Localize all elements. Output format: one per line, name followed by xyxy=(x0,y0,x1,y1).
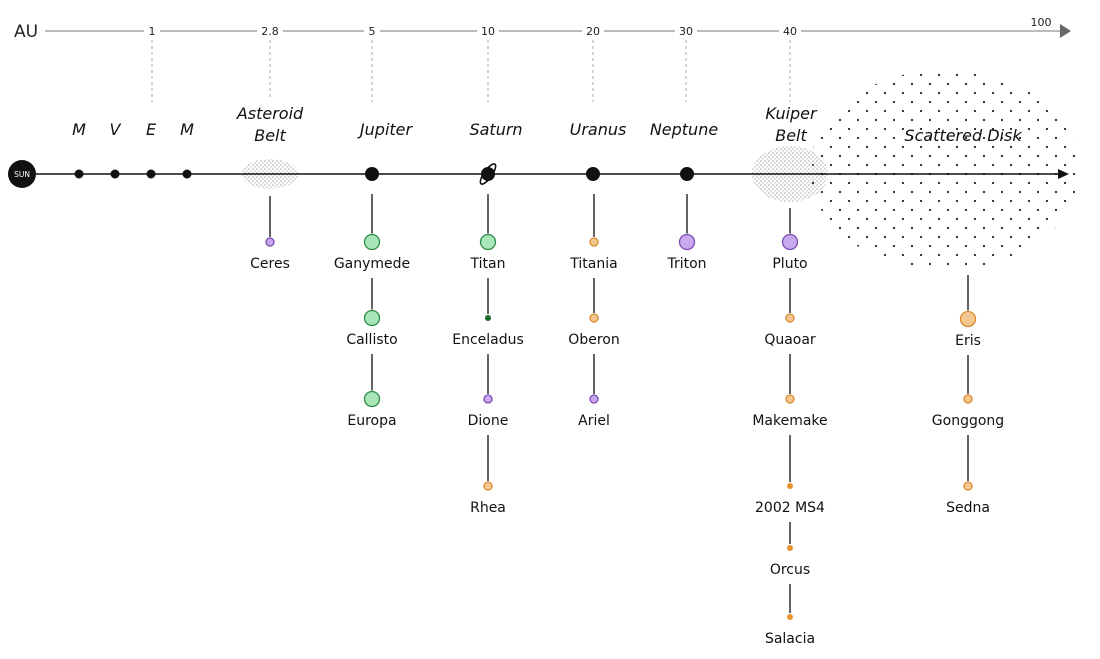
sun xyxy=(8,160,36,188)
kuiper-belt-label-line1: Kuiper xyxy=(765,104,818,123)
ceres-dot xyxy=(265,237,275,247)
earth-dot xyxy=(146,169,156,179)
mars-label: M xyxy=(180,120,194,139)
mars-dot xyxy=(182,169,192,179)
neptune-label: Neptune xyxy=(650,120,719,139)
titania-dot xyxy=(589,237,599,247)
gonggong-dot xyxy=(963,394,973,404)
uranus-dot xyxy=(586,167,600,181)
au-tick-5: 5 xyxy=(369,25,376,38)
au-tick-20: 20 xyxy=(586,25,600,38)
titan-label: Titan xyxy=(470,256,506,272)
oberon-label: Oberon xyxy=(568,332,619,348)
kuiper-belt-label-line2: Belt xyxy=(775,126,807,145)
dione-label: Dione xyxy=(468,413,509,429)
makemake-label: Makemake xyxy=(752,413,827,429)
saturn-ring-icon xyxy=(479,163,497,185)
au-tick-30: 30 xyxy=(679,25,693,38)
rhea-label: Rhea xyxy=(470,500,506,516)
uranus-label: Uranus xyxy=(570,120,627,139)
ceres-label: Ceres xyxy=(250,256,290,272)
au-scale-arrow-icon xyxy=(1060,24,1071,38)
enceladus-dot xyxy=(485,315,491,321)
europa-dot xyxy=(363,390,381,408)
earth-label: E xyxy=(146,120,157,139)
jupiter-dot xyxy=(365,167,379,181)
au-tick-1: 1 xyxy=(149,25,156,38)
2002-ms4-dot xyxy=(787,483,793,489)
callisto-label: Callisto xyxy=(346,332,397,348)
ganymede-label: Ganymede xyxy=(334,256,410,272)
jupiter-label: Jupiter xyxy=(357,120,414,139)
sun-label: SUN xyxy=(14,170,30,179)
neptune-dot xyxy=(680,167,694,181)
au-tick-guides xyxy=(151,40,791,102)
venus-dot xyxy=(110,169,120,179)
au-tick-2-8: 2.8 xyxy=(261,25,279,38)
titan-dot xyxy=(479,233,497,251)
triton-dot xyxy=(678,233,696,251)
callisto-dot xyxy=(363,309,381,327)
au-scale: AU 1 2.8 5 10 20 30 40 100 xyxy=(14,13,1071,102)
quaoar-label: Quaoar xyxy=(764,332,816,348)
oberon-dot xyxy=(589,313,599,323)
salacia-dot xyxy=(787,614,793,620)
triton-label: Triton xyxy=(666,256,706,272)
pluto-dot xyxy=(781,233,799,251)
eris-label: Eris xyxy=(955,333,981,349)
eris-dot xyxy=(959,310,977,328)
pluto-label: Pluto xyxy=(772,256,807,272)
makemake-dot xyxy=(785,394,795,404)
titania-label: Titania xyxy=(569,256,617,272)
dione-dot xyxy=(483,394,493,404)
scattered-disk-label: Scattered Disk xyxy=(904,126,1022,145)
au-tick-100: 100 xyxy=(1031,16,1052,29)
orcus-label: Orcus xyxy=(770,562,810,578)
ganymede-dot xyxy=(363,233,381,251)
orbit-axis-arrow-icon xyxy=(1058,169,1069,179)
au-tick-10: 10 xyxy=(481,25,495,38)
gonggong-label: Gonggong xyxy=(932,413,1004,429)
inner-planets: M V E M xyxy=(72,120,194,179)
au-tick-40: 40 xyxy=(783,25,797,38)
au-scale-label: AU xyxy=(14,22,38,42)
enceladus-label: Enceladus xyxy=(452,332,524,348)
saturn-dot xyxy=(481,167,495,181)
ariel-dot xyxy=(589,394,599,404)
europa-label: Europa xyxy=(347,413,396,429)
rhea-dot xyxy=(483,481,493,491)
orcus-dot xyxy=(787,545,793,551)
venus-label: V xyxy=(110,120,122,139)
salacia-label: Salacia xyxy=(765,631,815,647)
mercury-label: M xyxy=(72,120,86,139)
ariel-label: Ariel xyxy=(578,413,610,429)
asteroid-belt-label-line1: Asteroid xyxy=(236,104,304,123)
sedna-dot xyxy=(963,481,973,491)
saturn-label: Saturn xyxy=(469,120,522,139)
mercury-dot xyxy=(74,169,84,179)
quaoar-dot xyxy=(785,313,795,323)
sedna-label: Sedna xyxy=(946,500,990,516)
asteroid-belt-label-line2: Belt xyxy=(254,126,286,145)
scattered-disk-cloud xyxy=(810,70,1080,270)
2002-ms4-label: 2002 MS4 xyxy=(755,500,825,516)
